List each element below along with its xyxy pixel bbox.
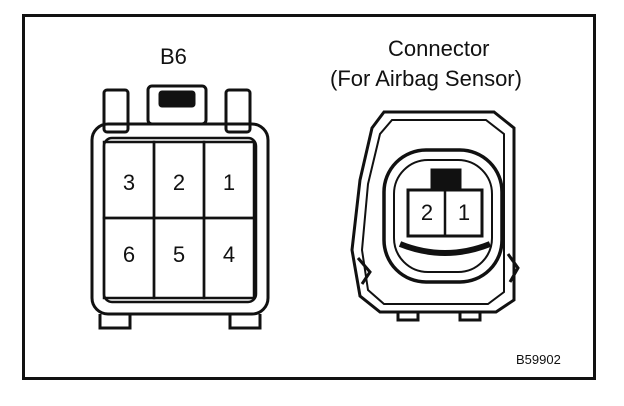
- b6-connector: [90, 84, 270, 330]
- b6-pin-6: 6: [123, 242, 135, 267]
- b6-pin-3: 3: [123, 170, 135, 195]
- figure-code: B59902: [516, 352, 561, 367]
- b6-pin-2: 2: [173, 170, 185, 195]
- airbag-pin-labels: 2 1: [421, 200, 470, 225]
- b6-pin-4: 4: [223, 242, 235, 267]
- airbag-pin-2: 2: [421, 200, 433, 225]
- b6-pin-1: 1: [223, 170, 235, 195]
- airbag-sensor-connector: [350, 110, 520, 322]
- b6-connector-label: B6: [160, 44, 187, 69]
- b6-pin-5: 5: [173, 242, 185, 267]
- b6-pin-labels: 3 2 1 6 5 4: [123, 170, 235, 267]
- connector-subtitle: (For Airbag Sensor): [330, 66, 522, 91]
- connector-title: Connector: [388, 36, 490, 61]
- airbag-pin-1: 1: [458, 200, 470, 225]
